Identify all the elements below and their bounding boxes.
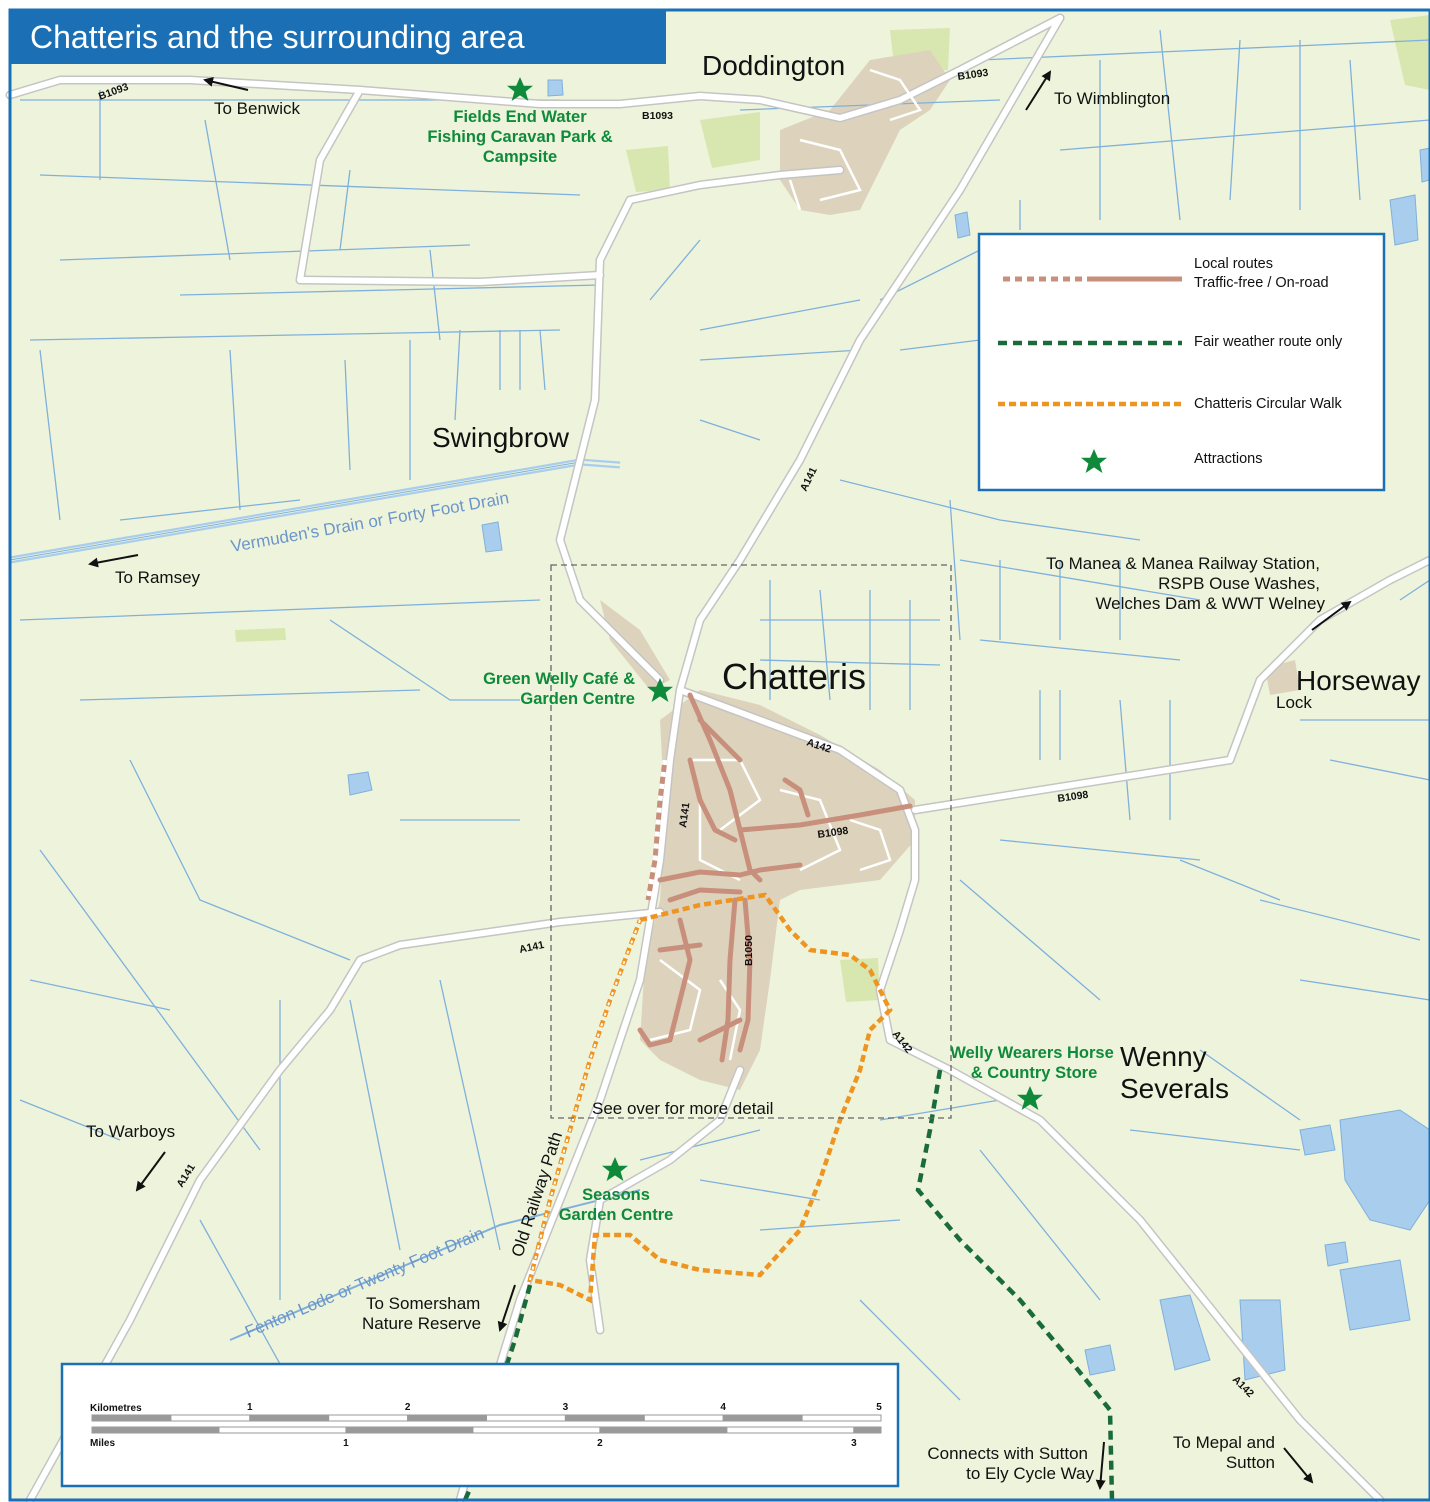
direction-manea-line3: Welches Dam & WWT Welney <box>1095 594 1325 613</box>
scale-segment <box>91 1414 172 1422</box>
scale-segment <box>249 1414 330 1422</box>
scale-segment <box>328 1414 409 1422</box>
road-label-b1093-middle: B1093 <box>642 110 673 122</box>
direction-sutton-line2: to Ely Cycle Way <box>966 1464 1094 1483</box>
attraction-fields-end-line1: Fields End Water <box>453 108 587 126</box>
scale-segment <box>218 1426 347 1434</box>
scale-tick-label: 3 <box>563 1402 569 1413</box>
road-label-b1050: B1050 <box>743 935 755 966</box>
legend-fair-weather: Fair weather route only <box>1194 334 1343 350</box>
direction-mepal-line2: Sutton <box>1226 1453 1275 1472</box>
direction-manea-line1: To Manea & Manea Railway Station, <box>1046 554 1320 573</box>
place-wenny: Wenny <box>1120 1041 1207 1072</box>
scale-segment <box>801 1414 882 1422</box>
scale-tick-label: 3 <box>851 1438 857 1449</box>
water-bodies <box>347 79 1430 1381</box>
scale-tick-label: 2 <box>405 1402 411 1413</box>
place-doddington: Doddington <box>702 50 845 81</box>
attraction-seasons-line2: Garden Centre <box>559 1206 674 1224</box>
scale-segment <box>91 1426 220 1434</box>
km-tick-labels: 1 2 3 4 5 <box>247 1402 882 1413</box>
scale-segment <box>853 1426 882 1434</box>
road-label-b1098-town: B1098 <box>817 825 849 841</box>
scale-segment <box>486 1414 566 1422</box>
mile-tick-labels: 1 2 3 <box>343 1438 857 1449</box>
attraction-welly-wearers-line2: & Country Store <box>971 1064 1098 1082</box>
scale-segment <box>472 1426 601 1434</box>
detail-box <box>550 564 952 1119</box>
scale-segment <box>345 1426 474 1434</box>
scale-segment <box>564 1414 645 1422</box>
scale-miles-label: Miles <box>90 1438 115 1449</box>
attraction-green-welly-line2: Garden Centre <box>520 690 635 708</box>
direction-warboys: To Warboys <box>86 1122 175 1141</box>
road-label-a141-west: A141 <box>518 939 545 956</box>
scale-tick-label: 5 <box>876 1402 882 1413</box>
map-title: Chatteris and the surrounding area <box>30 19 525 55</box>
direction-manea-line2: RSPB Ouse Washes, <box>1158 574 1320 593</box>
title-bar: Chatteris and the surrounding area <box>10 10 666 64</box>
miles-scale-bar <box>91 1426 882 1434</box>
circular-walk-route <box>527 892 893 1304</box>
legend-attractions: Attractions <box>1194 451 1263 467</box>
place-horseway: Horseway <box>1296 665 1420 696</box>
scale-segment <box>722 1414 803 1422</box>
place-severals: Severals <box>1120 1073 1229 1104</box>
drainage-ditches <box>19 29 1430 1401</box>
direction-arrows <box>88 70 1352 1490</box>
legend-local-routes-line2: Traffic-free / On-road <box>1194 275 1329 291</box>
scale-tick-label: 1 <box>247 1402 253 1413</box>
legend-circular-walk: Chatteris Circular Walk <box>1194 396 1342 412</box>
place-lock: Lock <box>1276 693 1312 712</box>
direction-mepal-line1: To Mepal and <box>1173 1433 1275 1452</box>
scale-km-label: Kilometres <box>90 1403 142 1414</box>
road-label-b1093-east: B1093 <box>957 67 989 83</box>
detail-note: See over for more detail <box>592 1099 773 1118</box>
place-chatteris: Chatteris <box>722 656 866 697</box>
scale-tick-label: 4 <box>720 1402 726 1413</box>
legend: Local routes Traffic-free / On-road Fair… <box>977 232 1386 492</box>
local-routes-traffic-free <box>645 759 668 901</box>
scale-tick-label: 2 <box>597 1438 603 1449</box>
direction-sutton-line1: Connects with Sutton <box>927 1444 1088 1463</box>
scale-segment <box>726 1426 855 1434</box>
scale-segment <box>643 1414 724 1422</box>
direction-benwick: To Benwick <box>214 99 300 118</box>
attraction-welly-wearers-line1: Welly Wearers Horse <box>950 1044 1114 1062</box>
direction-somersham-line2: Nature Reserve <box>362 1314 481 1333</box>
attraction-fields-end-line3: Campsite <box>483 148 557 166</box>
map-frame <box>8 8 1430 1502</box>
attraction-fields-end-line2: Fishing Caravan Park & <box>427 128 612 146</box>
scale-tick-label: 1 <box>343 1438 349 1449</box>
scale-segment <box>407 1414 488 1422</box>
road-label-a141-town: A141 <box>677 802 692 829</box>
direction-wimblington: To Wimblington <box>1054 89 1170 108</box>
direction-somersham-line1: To Somersham <box>366 1294 480 1313</box>
road-label-b1098-east: B1098 <box>1057 789 1089 805</box>
local-routes-on-road <box>637 692 913 1063</box>
scale-segment <box>599 1426 728 1434</box>
place-swingbrow: Swingbrow <box>432 422 570 453</box>
scale-segment <box>170 1414 251 1422</box>
legend-local-routes-line1: Local routes <box>1194 256 1273 272</box>
scale-box: Kilometres Miles 1 2 3 4 5 1 2 3 <box>60 1362 900 1488</box>
km-scale-bar <box>91 1414 882 1422</box>
attraction-green-welly-line1: Green Welly Café & <box>483 670 635 688</box>
direction-ramsey: To Ramsey <box>115 568 201 587</box>
attraction-seasons-line1: Seasons <box>582 1186 650 1204</box>
